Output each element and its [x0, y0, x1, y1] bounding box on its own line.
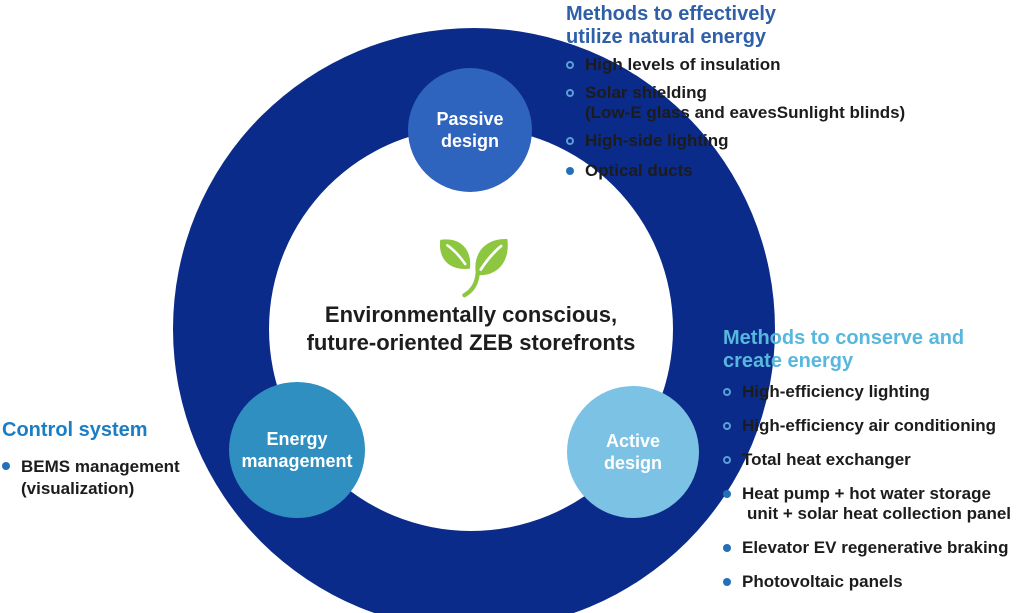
list-item: High-efficiency air conditioning: [723, 416, 1030, 436]
energy-management-circle: Energy management: [229, 382, 365, 518]
list-item: Elevator EV regenerative braking: [723, 538, 1030, 558]
list-item: High-efficiency lighting: [723, 382, 1030, 402]
list-item: Heat pump + hot water storage unit + sol…: [723, 484, 1030, 524]
control-system-list: BEMS management (visualization): [2, 456, 242, 500]
bullet-icon: [723, 388, 731, 396]
bullet-icon: [723, 490, 731, 498]
list-item: Photovoltaic panels: [723, 572, 1030, 592]
list-item: Optical ducts: [566, 161, 1028, 181]
bullet-icon: [723, 422, 731, 430]
natural-energy-list: High levels of insulation Solar shieldin…: [566, 55, 1028, 181]
control-system-heading: Control system: [2, 419, 148, 441]
passive-design-circle: Passive design: [408, 68, 532, 192]
bullet-icon: [723, 578, 731, 586]
section-control-system: Control system BEMS management (visualiz…: [2, 419, 242, 500]
active-design-circle: Active design: [567, 386, 699, 518]
bullet-icon: [2, 462, 10, 470]
bullet-icon: [723, 544, 731, 552]
conserve-create-heading: Methods to conserve and create energy: [723, 327, 965, 372]
list-item: Solar shielding (Low-E glass and eavesSu…: [566, 83, 1028, 123]
section-natural-energy: Methods to effectively utilize natural e…: [566, 3, 1028, 189]
list-item: High-side lighting: [566, 131, 1028, 151]
bullet-icon: [566, 89, 574, 97]
bullet-icon: [566, 137, 574, 145]
list-item: High levels of insulation: [566, 55, 1028, 75]
natural-energy-heading: Methods to effectively utilize natural e…: [566, 3, 777, 48]
leaf-icon: [439, 239, 508, 298]
list-item: Total heat exchanger: [723, 450, 1030, 470]
section-conserve-create-energy: Methods to conserve and create energy Hi…: [723, 327, 1030, 606]
bullet-icon: [566, 167, 574, 175]
active-design-label: Active design: [603, 431, 662, 473]
bullet-icon: [723, 456, 731, 464]
center-title: Environmentally conscious, future-orient…: [306, 302, 636, 355]
list-item: BEMS management (visualization): [2, 456, 242, 500]
energy-management-label: Energy management: [241, 429, 353, 471]
conserve-create-list: High-efficiency lighting High-efficiency…: [723, 382, 1030, 592]
bullet-icon: [566, 61, 574, 69]
passive-design-label: Passive design: [436, 109, 504, 151]
